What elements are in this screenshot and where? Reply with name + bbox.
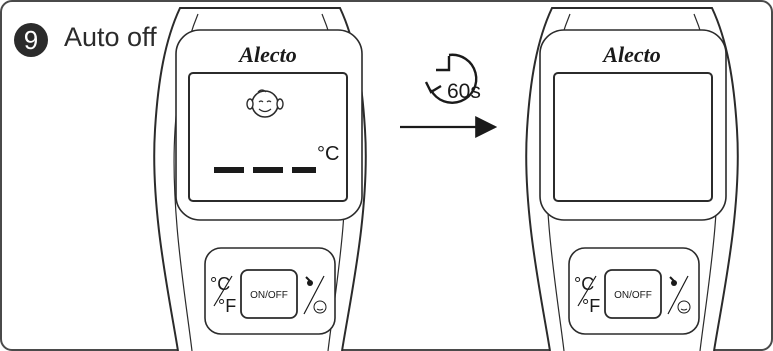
device-after-brand: Alecto [601,42,660,67]
mode-toggle-button-before[interactable] [303,275,327,315]
thermometer-icon [669,276,677,286]
step-title: Auto off [64,22,157,52]
baby-face-small-icon [313,300,327,314]
device-before: Alecto °C °C °F ON/OFF [153,7,367,351]
on-off-button-before[interactable]: ON/OFF [240,269,298,319]
display-dash-1 [214,167,244,173]
svg-text:ON/OFF: ON/OFF [614,290,652,301]
device-before-brand: Alecto [237,42,296,67]
unit-toggle-button-before[interactable]: °C °F [210,274,236,316]
svg-text:°C: °C [574,274,594,294]
timer-icon [424,53,478,104]
device-after-lcd [553,72,713,202]
display-dash-2 [253,167,283,173]
svg-text:°C: °C [210,274,230,294]
display-dash-3 [292,167,316,173]
thermometer-icon [305,276,313,286]
svg-text:°F: °F [218,296,236,316]
baby-face-small-icon [677,300,691,314]
step-number-badge: 9 [14,23,48,57]
svg-text:°F: °F [582,296,600,316]
mode-toggle-button-after[interactable] [667,275,691,315]
on-off-button-after[interactable]: ON/OFF [604,269,662,319]
baby-face-icon [246,89,284,118]
device-after: Alecto °C °F ON/OFF [525,7,739,351]
timer-transition: 60s [400,53,498,138]
unit-toggle-button-after[interactable]: °C °F [574,274,600,316]
svg-text:ON/OFF: ON/OFF [250,290,288,301]
display-unit-indicator: °C [317,143,339,165]
timer-label: 60s [447,80,481,103]
